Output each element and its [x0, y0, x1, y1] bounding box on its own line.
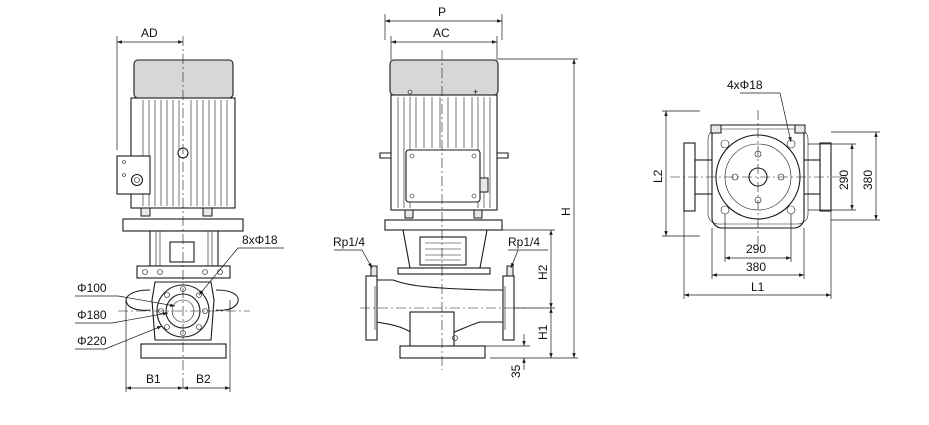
dim-ac-label: AC — [433, 26, 450, 40]
front-view: AD 8xΦ18 Φ100 Φ180 Φ220 B1 B2 — [75, 26, 284, 392]
dim-290-vertical-label: 290 — [837, 170, 851, 190]
dim-b2-label: B2 — [196, 372, 211, 386]
dim-h1-label: H1 — [536, 324, 550, 340]
dim-35-label: 35 — [509, 364, 523, 378]
side-view: + — [333, 5, 578, 378]
callout-d220: Φ220 — [77, 334, 107, 348]
dim-l1-label: L1 — [751, 280, 765, 294]
dim-h-label: H — [559, 207, 573, 216]
dim-380-vertical-label: 380 — [861, 170, 875, 190]
dim-380-horizontal-label: 380 — [746, 260, 766, 274]
dim-ad-label: AD — [141, 26, 158, 40]
callout-d100: Φ100 — [77, 281, 107, 295]
dim-b1-label: B1 — [146, 372, 161, 386]
callout-d180: Φ180 — [77, 308, 107, 322]
dim-l2-label: L2 — [651, 169, 665, 183]
dim-h2-label: H2 — [536, 264, 550, 280]
dim-p-label: P — [438, 5, 446, 19]
callout-rp-right: Rp1/4 — [508, 235, 540, 249]
svg-text:+: + — [473, 87, 478, 97]
callout-foot-holes-top: 4xΦ18 — [727, 78, 763, 92]
callout-rp-left: Rp1/4 — [333, 235, 365, 249]
dim-290-horizontal-label: 290 — [746, 242, 766, 256]
top-view: 4xΦ18 L2 290 380 290 380 L1 — [651, 78, 880, 299]
callout-bolt-holes-front: 8xΦ18 — [242, 233, 278, 247]
